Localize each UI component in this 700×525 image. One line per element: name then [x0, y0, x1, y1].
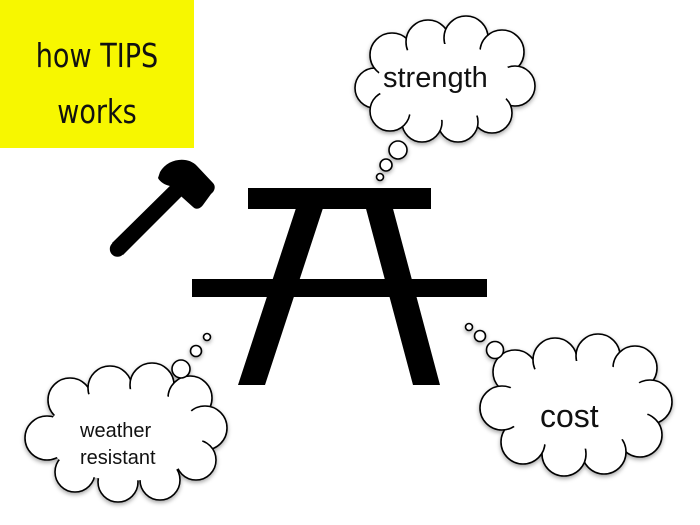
- page-title: how TIPS works: [17, 28, 176, 140]
- hammer-icon: [109, 159, 215, 257]
- title-line-2: works: [57, 92, 137, 131]
- weather-label-line-2: resistant: [80, 447, 156, 469]
- strength-thought-cloud: [354, 15, 536, 182]
- title-line-1: how TIPS: [35, 36, 159, 75]
- strength-label: strength: [383, 62, 488, 94]
- title-box: how TIPS works: [0, 0, 194, 148]
- cost-thought-cloud: [464, 322, 673, 477]
- weather-resistant-label: weather resistant: [80, 418, 156, 472]
- cost-label: cost: [540, 398, 599, 434]
- weather-label-line-1: weather: [80, 420, 152, 442]
- picnic-table-icon: [192, 188, 487, 385]
- weather-resistant-thought-cloud: [24, 332, 228, 503]
